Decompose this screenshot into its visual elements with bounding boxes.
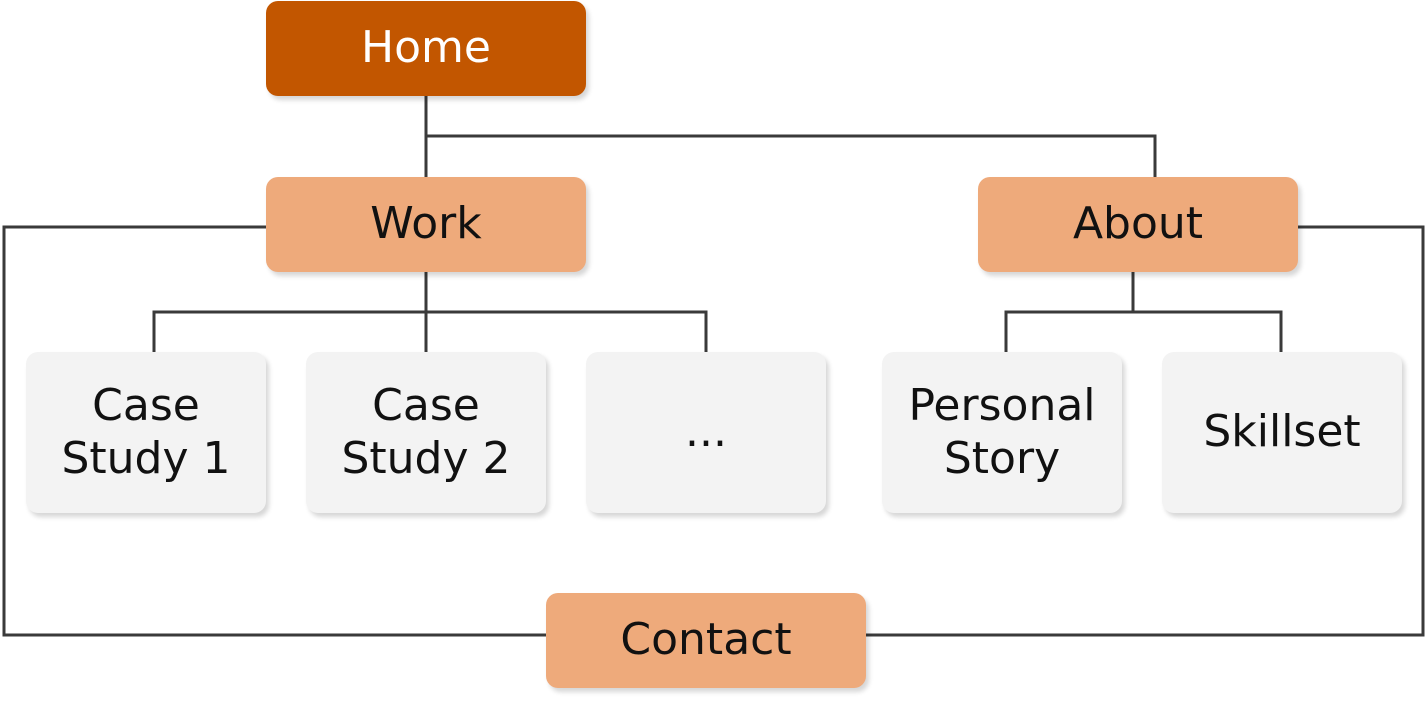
case-study-2-node[interactable]: Case Study 2 (306, 352, 546, 513)
case-study-2-label: Case Study 2 (341, 379, 511, 484)
more-pages-node[interactable]: ... (586, 352, 826, 513)
work-label: Work (370, 198, 482, 250)
home-label: Home (361, 22, 491, 74)
connector-about-personal (1004, 310, 1133, 352)
skillset-label: Skillset (1203, 406, 1361, 458)
contact-label: Contact (620, 614, 792, 666)
about-label: About (1072, 198, 1204, 250)
case-study-1-label: Case Study 1 (61, 379, 231, 484)
skillset-node[interactable]: Skillset (1162, 352, 1402, 513)
connector-about-contact (866, 225, 1425, 637)
case-study-1-node[interactable]: Case Study 1 (26, 352, 266, 513)
connector-work-more (426, 310, 708, 352)
personal-story-label: Personal Story (908, 379, 1096, 484)
about-node[interactable]: About (978, 177, 1298, 272)
personal-story-node[interactable]: Personal Story (882, 352, 1122, 513)
connector-work-contact (2, 225, 546, 637)
contact-node[interactable]: Contact (546, 593, 866, 688)
connector-home-about (426, 134, 1157, 177)
more-pages-label: ... (685, 406, 727, 458)
home-node[interactable]: Home (266, 1, 586, 96)
work-node[interactable]: Work (266, 177, 586, 272)
connector-work-case1 (152, 310, 426, 352)
connector-about-skillset (1133, 310, 1283, 352)
